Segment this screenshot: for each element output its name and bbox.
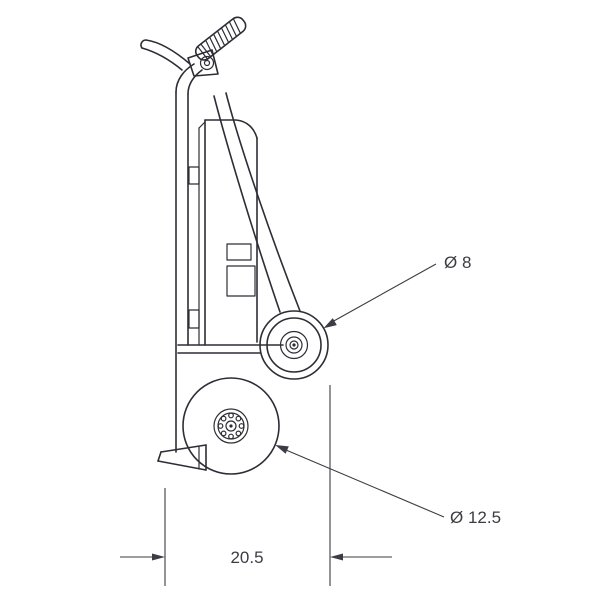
dimension-label-small-wheel-diameter: Ø 8	[444, 253, 471, 272]
width-dimension: 20.5	[120, 385, 392, 586]
dimension-label-large-wheel-diameter: Ø 12.5	[450, 508, 501, 527]
leader-arrow-small-wheel	[323, 318, 337, 329]
dim-arrow-left	[152, 553, 165, 561]
dimension-label-base-width: 20.5	[230, 548, 263, 567]
body-panel	[188, 119, 258, 346]
small-wheel	[259, 310, 329, 380]
frame-neck-outer	[175, 63, 195, 93]
dim-arrow-right	[330, 553, 343, 561]
frame-bracket-upper	[188, 166, 200, 185]
frame-bracket-lower	[188, 309, 200, 329]
grip-handle	[194, 16, 247, 61]
frame-neck-inner	[187, 69, 203, 95]
handle-clamp	[187, 49, 219, 77]
wheel-strut	[213, 92, 301, 313]
label-plate-large	[226, 265, 256, 297]
large-wheel-dimension: Ø 12.5	[275, 445, 501, 527]
handle-bar	[140, 39, 191, 71]
base-plate	[177, 344, 284, 354]
label-plate-small	[226, 243, 252, 261]
leader-arrow-large-wheel	[275, 445, 289, 454]
large-wheel	[182, 377, 280, 475]
small-wheel-dimension: Ø 8	[323, 253, 471, 329]
toe-plate	[157, 444, 207, 471]
dimension-annotations: 20.5 Ø 8 Ø 12.5	[120, 253, 501, 586]
hand-truck-outline	[140, 16, 329, 475]
